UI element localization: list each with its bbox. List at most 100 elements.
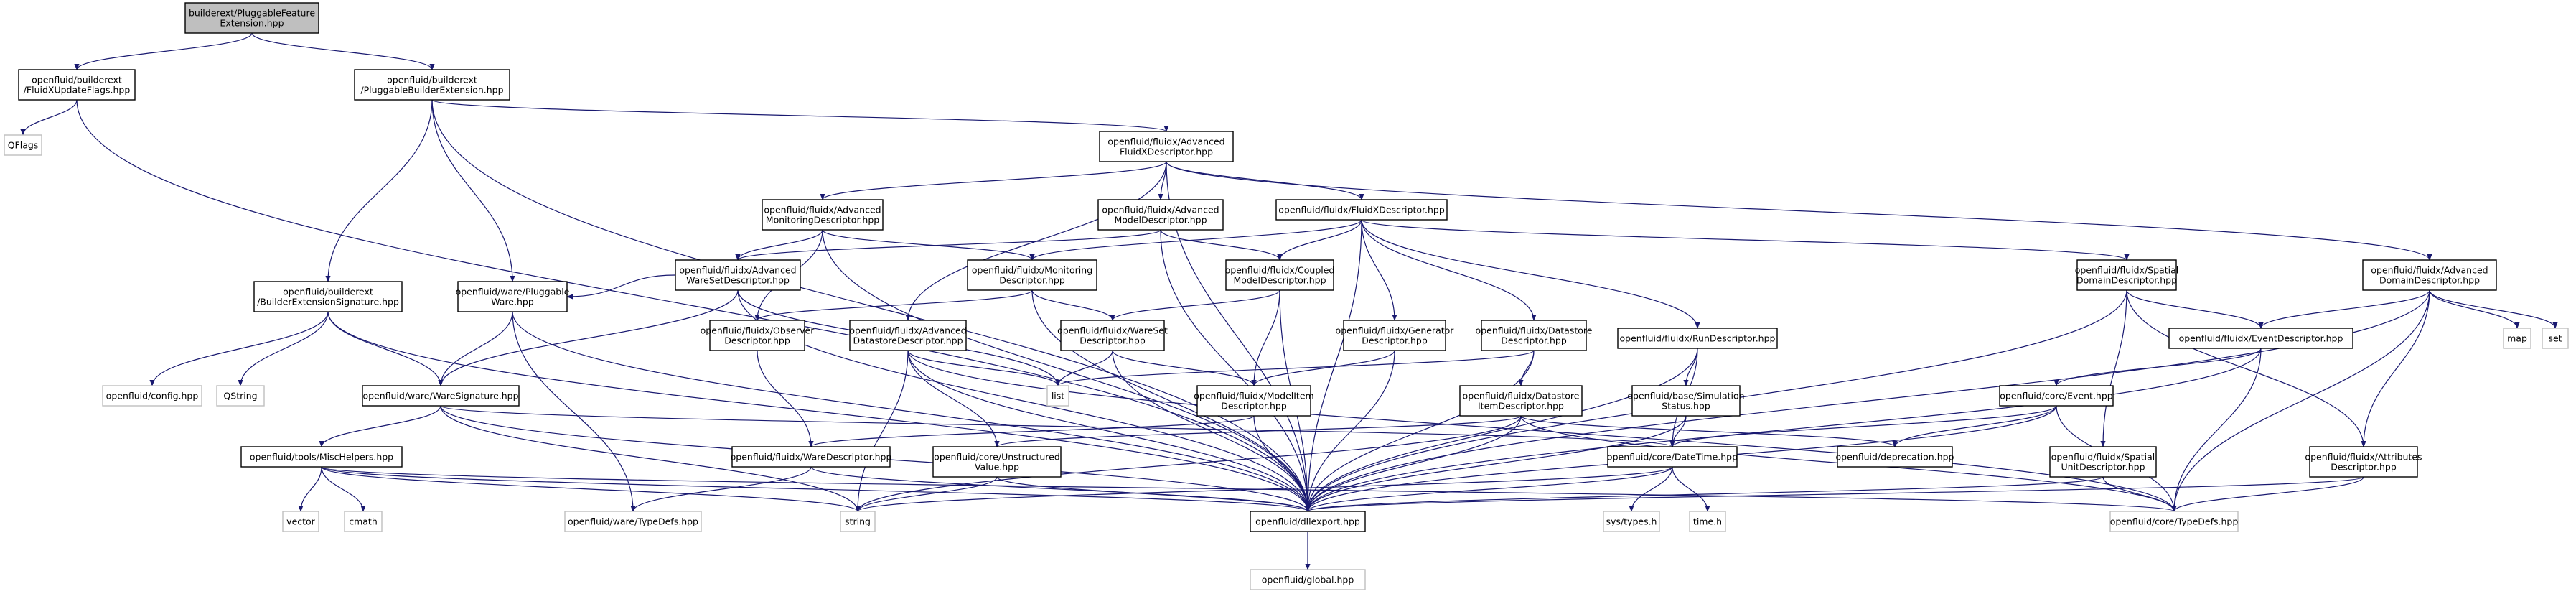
node-box: [1250, 511, 1366, 532]
node-box: [1689, 511, 1726, 532]
node-dtime[interactable]: openfluid/core/DateTime.hpp: [1607, 446, 1738, 468]
node-label-line: openfluid/fluidx/Datastore: [1476, 325, 1593, 336]
node-sud[interactable]: openfluid/fluidx/SpatialUnitDescriptor.h…: [2049, 446, 2157, 478]
node-fxd[interactable]: openfluid/fluidx/FluidXDescriptor.hpp: [1275, 199, 1448, 221]
node-amod[interactable]: openfluid/fluidx/AdvancedModelDescriptor…: [1097, 199, 1224, 231]
edge-misc-to-coretd: [321, 466, 2176, 512]
edge-dsd-to-dsid: [1518, 350, 1535, 386]
node-awsd[interactable]: openfluid/fluidx/AdvancedWareSetDescript…: [675, 259, 801, 291]
node-qstring: QString: [216, 385, 265, 407]
node-label-line: Ware.hpp: [491, 297, 534, 307]
node-cmd[interactable]: openfluid/fluidx/CoupledModelDescriptor.…: [1225, 259, 1335, 291]
node-box: [344, 511, 383, 532]
edge-adom-to-evd: [2258, 289, 2430, 329]
node-wared[interactable]: openfluid/fluidx/WareDescriptor.hpp: [731, 446, 892, 468]
edge-dsid-to-string: [855, 415, 1522, 512]
node-label-line: openfluid/fluidx/Advanced: [1107, 136, 1224, 147]
node-label-line: Descriptor.hpp: [724, 335, 790, 346]
node-amon[interactable]: openfluid/fluidx/AdvancedMonitoringDescr…: [762, 199, 884, 231]
edge-adom-to-dllexp: [1305, 289, 2430, 512]
node-fxupd[interactable]: openfluid/builderext/FluidXUpdateFlags.h…: [18, 69, 136, 101]
node-dllexp[interactable]: openfluid/dllexport.hpp: [1250, 511, 1366, 532]
node-label-line: Value.hpp: [975, 462, 1019, 473]
edge-cmd-to-wsd: [1110, 289, 1280, 321]
node-label-line: map: [2507, 333, 2527, 344]
node-attd[interactable]: openfluid/fluidx/AttributesDescriptor.hp…: [2305, 446, 2422, 478]
node-depr[interactable]: openfluid/deprecation.hpp: [1836, 446, 1954, 468]
edge-mond-to-obsd: [754, 289, 1033, 321]
node-label-line: vector: [286, 516, 316, 527]
edge-afxd-to-fxd: [1166, 161, 1364, 200]
edge-dtime-to-dllexp: [1305, 466, 1673, 512]
edge-adom-to-attd: [2361, 289, 2430, 447]
edge-afxd-to-amon: [820, 161, 1167, 200]
node-box: [1999, 385, 2114, 407]
node-label-line: openfluid/fluidx/Advanced: [679, 265, 796, 276]
node-rund[interactable]: openfluid/fluidx/RunDescriptor.hpp: [1617, 328, 1778, 349]
edge-besig-to-config: [149, 311, 329, 386]
edge-obsd-to-wared: [757, 350, 814, 447]
node-label-line: cmath: [349, 516, 378, 527]
node-box: [1603, 511, 1660, 532]
node-label-line: UnitDescriptor.hpp: [2061, 462, 2145, 473]
node-box: [4, 134, 42, 156]
node-wsig[interactable]: openfluid/ware/WareSignature.hpp: [362, 385, 520, 407]
node-box: [731, 446, 891, 468]
edge-dsd-to-dllexp: [1305, 350, 1535, 512]
node-evd[interactable]: openfluid/fluidx/EventDescriptor.hpp: [2168, 328, 2353, 349]
node-map: map: [2503, 328, 2531, 349]
edge-pbe-to-besig: [325, 99, 433, 282]
node-event[interactable]: openfluid/core/Event.hpp: [1999, 385, 2114, 407]
node-wsd[interactable]: openfluid/fluidx/WareSetDescriptor.hpp: [1057, 320, 1168, 351]
node-pbe[interactable]: openfluid/builderext/PluggableBuilderExt…: [354, 69, 510, 101]
edge-adsd-to-string: [855, 350, 909, 512]
node-label-line: openfluid/fluidx/Monitoring: [972, 265, 1092, 276]
node-label-line: openfluid/fluidx/WareDescriptor.hpp: [731, 452, 892, 463]
node-label-line: ModelDescriptor.hpp: [1114, 215, 1207, 226]
node-label-line: openfluid/tools/MiscHelpers.hpp: [250, 452, 393, 463]
node-dsd[interactable]: openfluid/fluidx/DatastoreDescriptor.hpp: [1476, 320, 1593, 351]
edge-wsig-to-string: [440, 405, 861, 512]
edge-misc-to-dllexp: [321, 466, 1311, 512]
node-box: [1060, 320, 1165, 351]
node-label-line: FluidXDescriptor.hpp: [1120, 147, 1213, 157]
node-label-line: openfluid/fluidx/Advanced: [849, 325, 966, 336]
node-sdd[interactable]: openfluid/fluidx/SpatialDomainDescriptor…: [2075, 259, 2178, 291]
node-label-line: openfluid/core/Event.hpp: [2000, 391, 2113, 402]
edge-awsd-to-wsig: [438, 289, 739, 386]
node-box: [840, 511, 876, 532]
edge-attd-to-coretd: [2171, 476, 2364, 512]
edge-wared-to-waretd: [630, 466, 812, 512]
edge-mond-to-dllexp: [1031, 289, 1311, 512]
node-box: [1481, 320, 1587, 351]
node-label-line: builderext/PluggableFeature: [189, 8, 315, 19]
edge-sdd-to-attd: [2126, 289, 2366, 447]
node-box: [967, 259, 1097, 291]
edge-besig-to-qstring: [238, 311, 329, 386]
node-label-line: Descriptor.hpp: [1501, 335, 1567, 346]
node-box: [2076, 259, 2177, 291]
edge-plugw-to-dllexp: [512, 311, 1311, 512]
edge-gend-to-mid: [1251, 350, 1395, 386]
node-dsid[interactable]: openfluid/fluidx/DatastoreItemDescriptor…: [1459, 385, 1583, 417]
node-misc[interactable]: openfluid/tools/MiscHelpers.hpp: [240, 446, 403, 468]
node-box: [354, 69, 510, 101]
node-label-line: /BuilderExtensionSignature.hpp: [257, 297, 399, 307]
edge-wsd-to-mid: [1112, 350, 1257, 386]
node-adom[interactable]: openfluid/fluidx/AdvancedDomainDescripto…: [2362, 259, 2497, 291]
node-label-line: openfluid/fluidx/Generator: [1336, 325, 1455, 336]
node-afxd[interactable]: openfluid/fluidx/AdvancedFluidXDescripto…: [1099, 131, 1234, 162]
node-mond[interactable]: openfluid/fluidx/MonitoringDescriptor.hp…: [967, 259, 1097, 291]
node-besig[interactable]: openfluid/builderext/BuilderExtensionSig…: [253, 281, 403, 312]
edge-mid-to-wared: [808, 415, 1255, 447]
node-adsd[interactable]: openfluid/fluidx/AdvancedDatastoreDescri…: [849, 320, 967, 351]
edge-fxd-to-rund: [1361, 219, 1700, 329]
node-label-line: DomainDescriptor.hpp: [2076, 275, 2177, 286]
